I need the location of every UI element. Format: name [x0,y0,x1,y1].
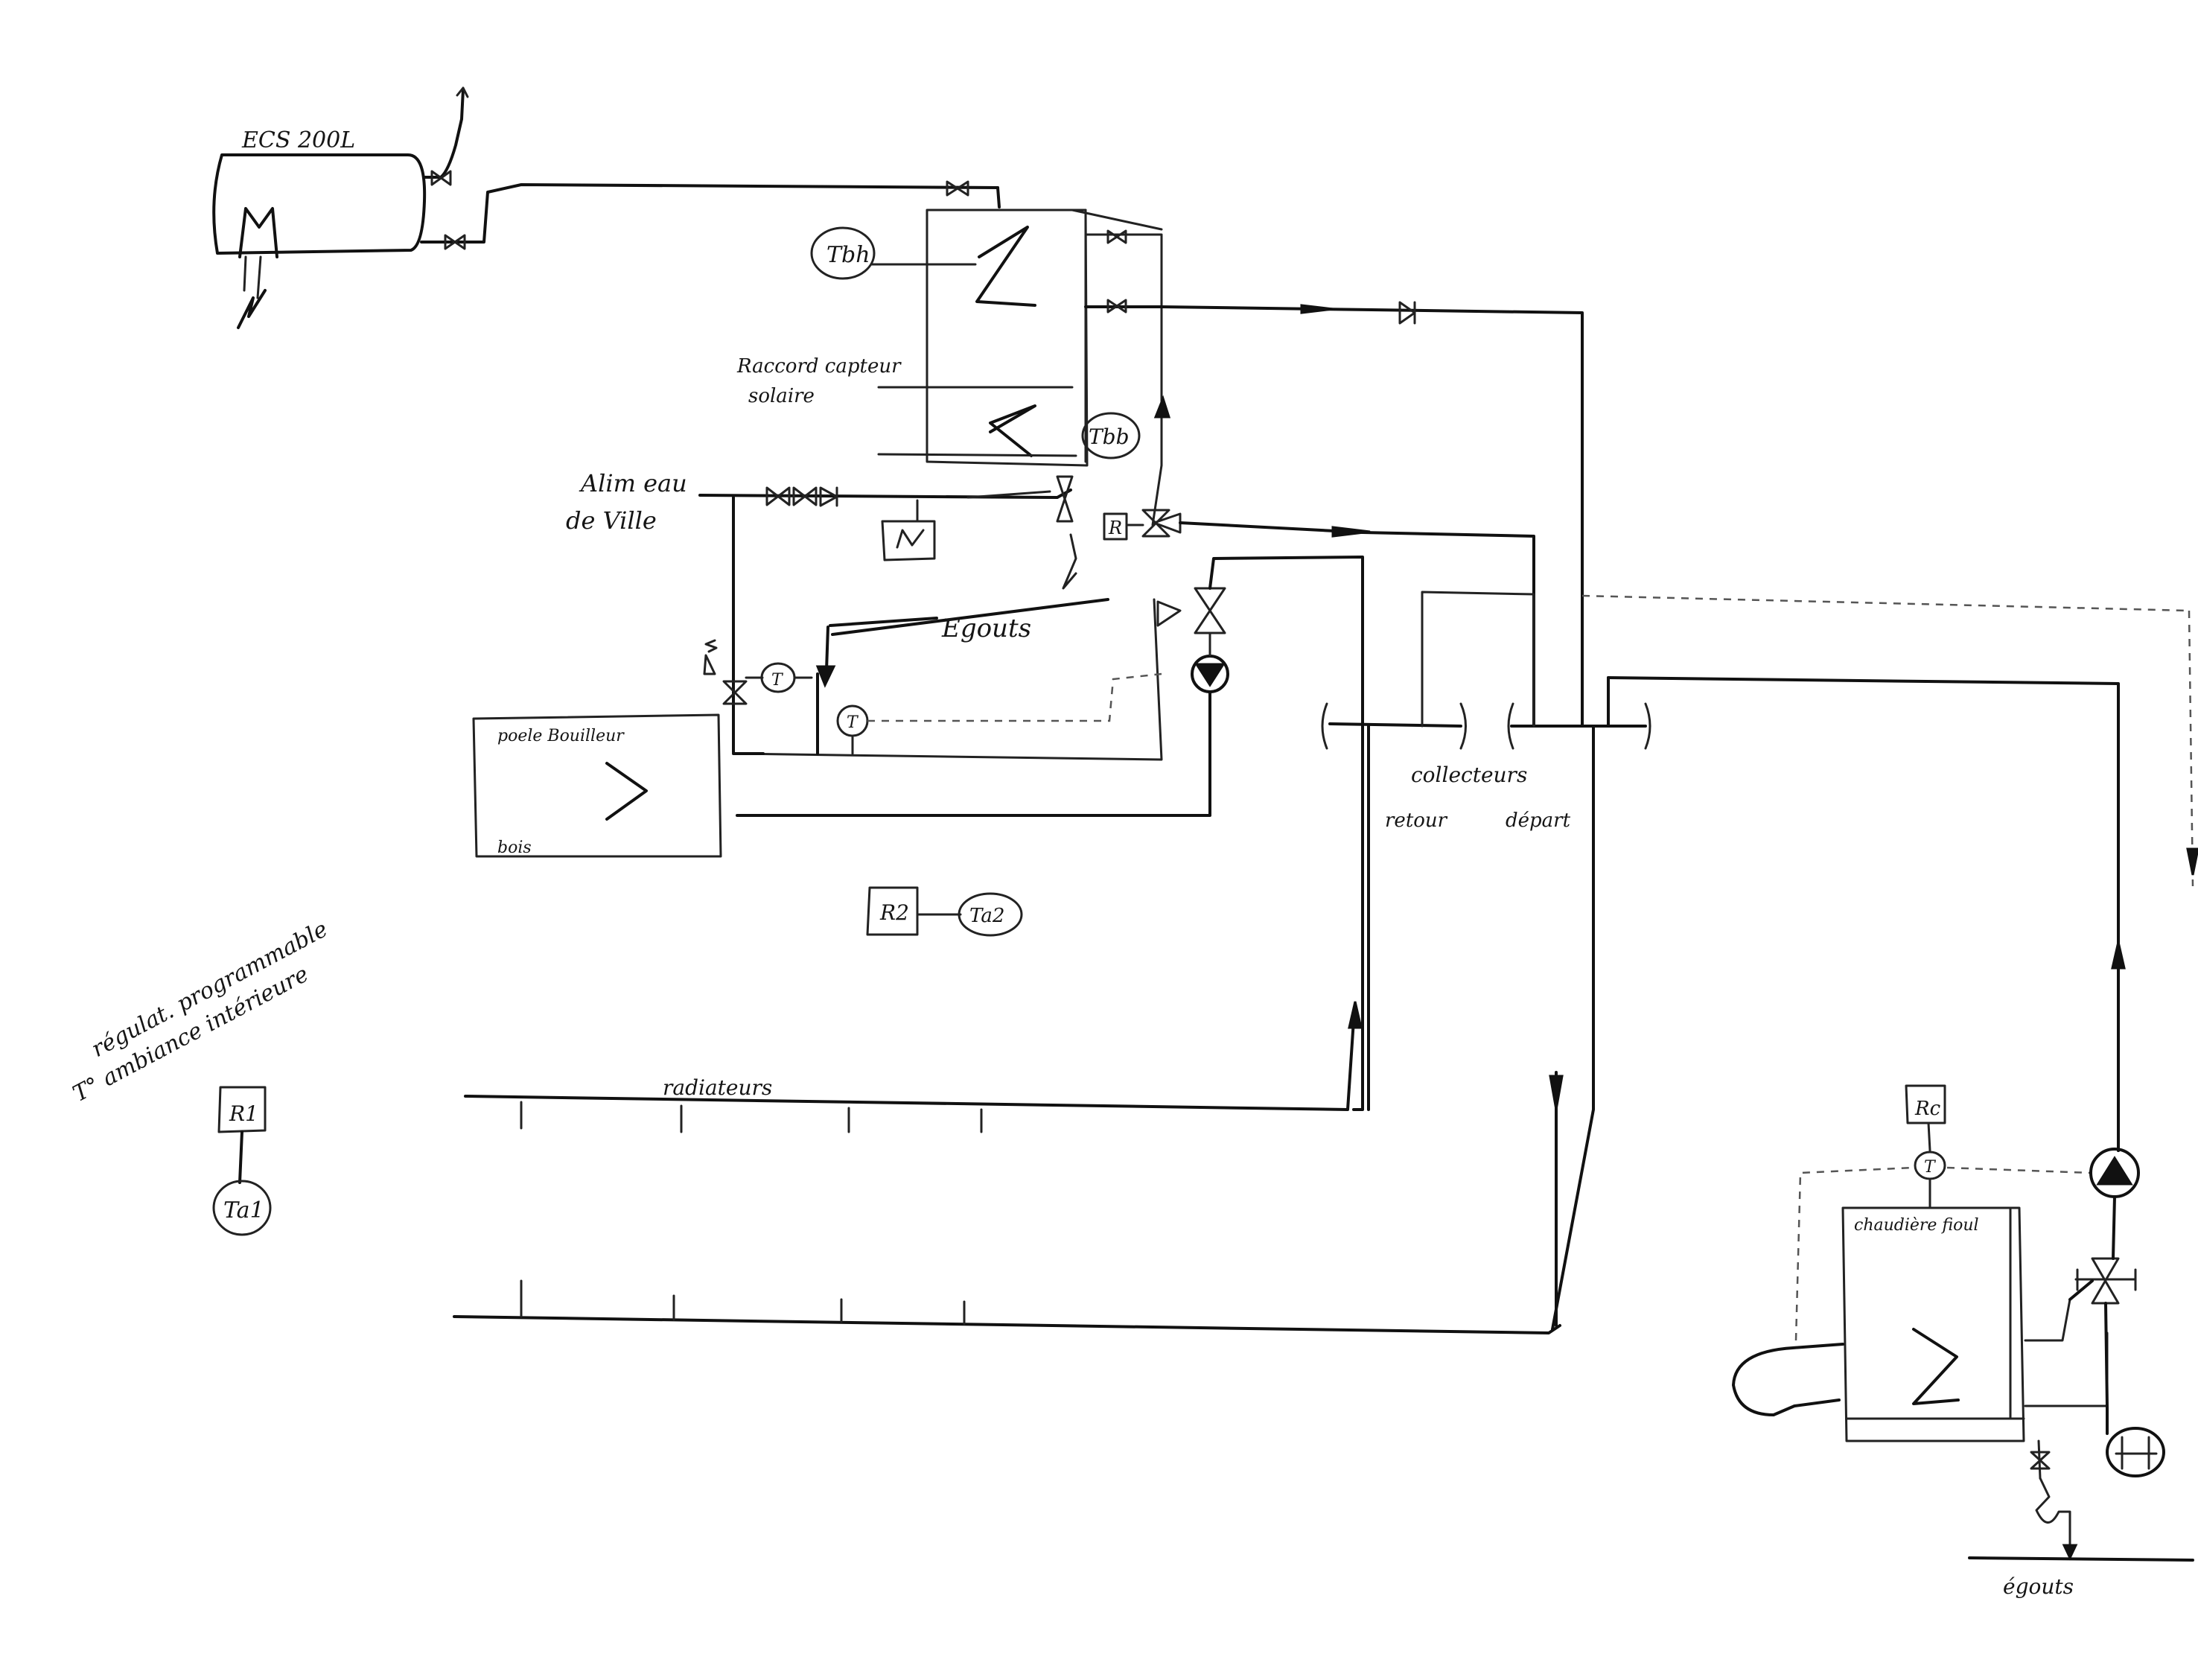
ta2-sensor-icon [958,892,1023,937]
r2-label: R2 [879,900,909,925]
tbb-label: Tbb [1089,424,1130,449]
rc-label: Rc [1914,1098,1941,1120]
temp-sensor-icon [1914,1151,1946,1180]
collectors: collecteurs retour départ [1321,591,2198,1331]
r2-ta2-controller: R2 Ta2 [866,886,1023,937]
three-way-valve-icon [2074,1257,2137,1305]
tbb-sensor-icon [1081,412,1141,459]
wood-boiler-label-1: poele Bouilleur [497,727,625,745]
tbh-label: Tbh [826,242,870,268]
ecs-piping [420,86,1001,250]
temp-sensor-label: T [847,713,859,732]
drain-top-label: Egouts [941,614,1031,643]
solar-connection-label-1: Raccord capteur [736,355,902,378]
rc-regulator-icon [1905,1084,1946,1124]
boiler-loop-valves [732,556,1364,1111]
drain-bottom-label: égouts [2003,1574,2074,1599]
check-valve-icon [1398,301,1416,325]
gate-valve-icon [430,170,452,186]
gate-valve-icon [444,234,466,250]
safety-valve-icon [1056,475,1074,523]
expansion-vessel-icon [2106,1427,2165,1477]
check-valve-icon [819,486,838,507]
solar-connection-label-2: solaire [748,385,815,407]
valve-actuator-icon [1156,600,1182,627]
three-way-valve-icon [1194,587,1226,634]
city-water-feed: Alim eau de Ville Egouts [566,469,1109,754]
ta1-sensor-icon [212,1180,272,1236]
room-regulator: régulat. programmable T° ambiance intéri… [69,916,332,1236]
ecs-tank: ECS 200L [212,127,427,329]
ecs-tank-label: ECS 200L [241,127,355,153]
city-water-label-2: de Ville [566,506,657,535]
r2-regulator-icon [866,886,919,936]
valve-motor-label: R [1108,518,1122,538]
radiators-label: radiateurs [663,1075,772,1100]
temp-sensor-label: T [1924,1158,1937,1177]
ta2-label: Ta2 [969,905,1004,927]
ta1-label: Ta1 [223,1197,264,1224]
valve-motor-icon [1103,512,1128,541]
tbh-sensor-icon [810,226,876,280]
temp-sensor-label: T [771,671,784,690]
city-water-label-1: Alim eau [579,469,687,497]
wood-stove-boiler: poele Bouilleur bois T T [472,639,1162,858]
gate-valve-icon [1106,299,1127,314]
r1-regulator-icon [217,1086,267,1133]
r1-label: R1 [229,1101,258,1126]
collector-return-label: retour [1385,809,1448,832]
gate-valve-icon [1106,229,1127,244]
solar-exchanger-block: Tbh Tbb Raccord capteur solaire [736,209,1584,728]
gate-valve-icon [792,486,818,506]
radiators: radiateurs [453,1001,1564,1334]
collectors-label: collecteurs [1411,763,1527,787]
oil-boiler: Rc T chaudière fioul égouts [1732,941,2194,1599]
collector-supply-label: départ [1506,809,1571,832]
gate-valve-icon [946,180,969,197]
gate-valve-icon [722,680,748,705]
gate-valve-icon [765,486,791,506]
oil-boiler-label: chaudière fioul [1854,1216,1979,1235]
wood-boiler-label-2: bois [497,839,532,857]
